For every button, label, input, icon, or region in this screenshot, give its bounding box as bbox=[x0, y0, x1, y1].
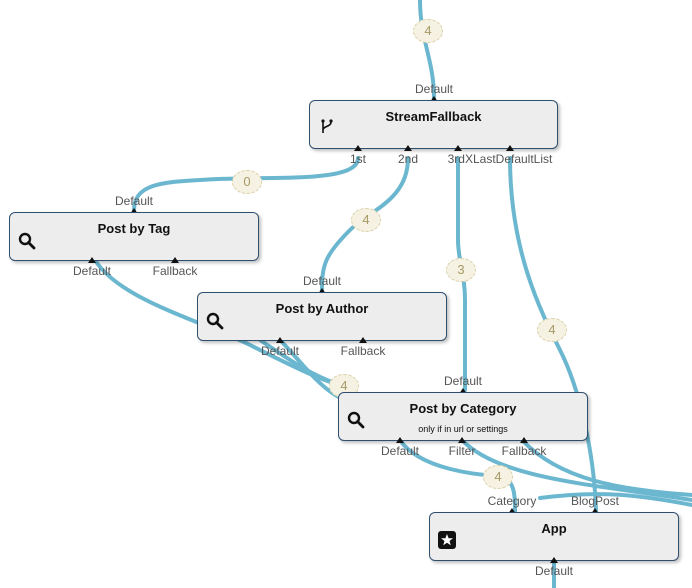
output-port[interactable] bbox=[458, 437, 466, 443]
port-label-in: Default bbox=[414, 82, 454, 96]
input-port[interactable] bbox=[430, 96, 438, 102]
output-port[interactable] bbox=[396, 437, 404, 443]
output-port[interactable] bbox=[550, 557, 558, 563]
port-label-in: Default bbox=[302, 274, 342, 288]
output-port[interactable] bbox=[359, 337, 367, 343]
output-port[interactable] bbox=[404, 145, 412, 151]
input-port[interactable] bbox=[591, 508, 599, 514]
port-label-out: Filter bbox=[448, 444, 476, 458]
port-label-in: Default bbox=[443, 374, 483, 388]
edge-count-badge: 4 bbox=[351, 208, 381, 232]
port-label-out: Default bbox=[380, 444, 420, 458]
output-port[interactable] bbox=[276, 337, 284, 343]
edge-default-list bbox=[508, 156, 598, 514]
search-icon bbox=[347, 411, 365, 429]
node-post-by-tag[interactable]: Post by Tag bbox=[9, 212, 259, 261]
edge-count-badge: 4 bbox=[483, 465, 513, 489]
input-port[interactable] bbox=[459, 388, 467, 394]
search-icon bbox=[206, 312, 224, 330]
node-title: App bbox=[541, 521, 567, 536]
port-label-in: Category bbox=[487, 494, 537, 508]
edge-count-badge: 0 bbox=[232, 170, 262, 194]
edge-first bbox=[132, 156, 360, 212]
edge-fallback-app bbox=[520, 438, 692, 497]
port-label-out: 2nd bbox=[397, 152, 419, 166]
star-icon bbox=[438, 531, 456, 549]
edge-second bbox=[320, 156, 410, 292]
output-port[interactable] bbox=[454, 145, 462, 151]
port-label-out: Fallback bbox=[340, 344, 386, 358]
edge-blogpost-right bbox=[538, 492, 692, 507]
output-port[interactable] bbox=[520, 437, 528, 443]
edge-filter-app bbox=[460, 438, 692, 502]
edge-count-badge: 4 bbox=[413, 19, 443, 43]
node-title: Post by Category bbox=[409, 401, 517, 416]
edge-count-badge: 4 bbox=[537, 318, 567, 342]
node-title: StreamFallback bbox=[385, 109, 482, 124]
port-label-in: Default bbox=[114, 194, 154, 208]
node-app[interactable]: App bbox=[429, 512, 679, 561]
output-port[interactable] bbox=[88, 257, 96, 263]
input-port[interactable] bbox=[318, 288, 326, 294]
output-port[interactable] bbox=[506, 145, 514, 151]
search-icon bbox=[18, 232, 36, 250]
node-post-by-category[interactable]: Post by Category only if in url or setti… bbox=[338, 392, 588, 441]
port-label-in: BlogPost bbox=[570, 494, 620, 508]
port-label-out: 3rdXLastDefaultList bbox=[447, 152, 553, 166]
port-label-out: Fallback bbox=[501, 444, 547, 458]
input-port[interactable] bbox=[130, 208, 138, 214]
output-port[interactable] bbox=[354, 145, 362, 151]
port-label-out: Default bbox=[72, 264, 112, 278]
port-label-out: Default bbox=[534, 564, 574, 578]
edge-top-in bbox=[418, 0, 436, 100]
node-title: Post by Tag bbox=[97, 221, 171, 236]
node-post-by-author[interactable]: Post by Author bbox=[197, 292, 447, 341]
port-label-out: Default bbox=[260, 344, 300, 358]
port-label-out: Fallback bbox=[152, 264, 198, 278]
edge-count-badge: 3 bbox=[446, 258, 476, 282]
node-title: Post by Author bbox=[275, 301, 369, 316]
node-subtitle: only if in url or settings bbox=[418, 424, 508, 434]
fork-icon bbox=[321, 119, 333, 133]
output-port[interactable] bbox=[171, 257, 179, 263]
input-port[interactable] bbox=[508, 508, 516, 514]
port-label-out: 1st bbox=[349, 152, 367, 166]
node-stream-fallback[interactable]: StreamFallback bbox=[309, 100, 558, 149]
